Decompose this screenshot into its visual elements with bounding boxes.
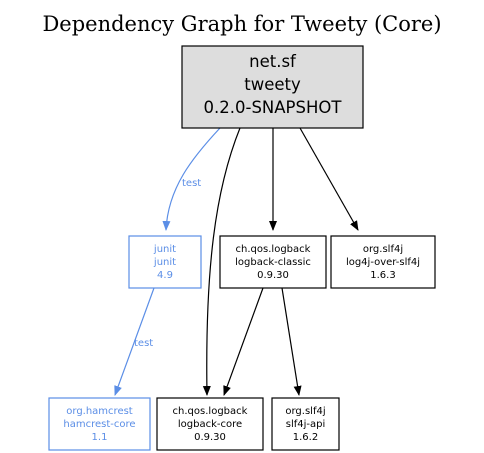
node-logback-core[interactable]: ch.qos.logback logback-core 0.9.30 bbox=[156, 397, 264, 451]
node-root[interactable]: net.sf tweety 0.2.0-SNAPSHOT bbox=[181, 45, 364, 129]
edge-root-to-junit bbox=[162, 127, 221, 231]
node-log4j-over-slf4j[interactable]: org.slf4j log4j-over-slf4j 1.6.3 bbox=[330, 235, 436, 289]
node-logback-core-group: ch.qos.logback bbox=[173, 406, 248, 417]
node-logback-classic[interactable]: ch.qos.logback logback-classic 0.9.30 bbox=[219, 235, 327, 289]
node-slf4j-api[interactable]: org.slf4j slf4j-api 1.6.2 bbox=[271, 397, 340, 451]
edge-logback-classic-to-logback-core bbox=[223, 287, 264, 396]
edge-label-test-hamcrest: test bbox=[134, 338, 153, 349]
node-junit-version: 4.9 bbox=[157, 270, 173, 281]
node-logback-classic-group: ch.qos.logback bbox=[236, 244, 311, 255]
edge-root-to-log4j-over-slf4j bbox=[299, 127, 359, 231]
node-log4j-over-slf4j-artifact: log4j-over-slf4j bbox=[346, 257, 420, 268]
node-log4j-over-slf4j-box bbox=[330, 235, 436, 289]
node-logback-core-box bbox=[156, 397, 264, 451]
node-junit-artifact: junit bbox=[153, 257, 176, 268]
node-junit-group: junit bbox=[153, 244, 176, 255]
graph-title: Dependency Graph for Tweety (Core) bbox=[42, 12, 441, 36]
node-slf4j-api-artifact: slf4j-api bbox=[286, 419, 326, 430]
node-logback-core-version: 0.9.30 bbox=[194, 432, 226, 443]
node-hamcrest-box bbox=[48, 397, 151, 451]
node-slf4j-api-version: 1.6.2 bbox=[293, 432, 318, 443]
node-logback-classic-box bbox=[219, 235, 327, 289]
node-root-version: 0.2.0-SNAPSHOT bbox=[204, 98, 343, 117]
edge-logback-classic-to-slf4j-api bbox=[281, 287, 302, 396]
edge-junit-to-hamcrest bbox=[114, 287, 155, 396]
node-logback-classic-artifact: logback-classic bbox=[235, 257, 311, 268]
node-logback-classic-version: 0.9.30 bbox=[257, 270, 289, 281]
node-logback-core-artifact: logback-core bbox=[178, 419, 242, 430]
node-root-group: net.sf bbox=[249, 52, 297, 71]
node-junit[interactable]: junit junit 4.9 bbox=[128, 235, 202, 289]
edge-label-test-junit: test bbox=[182, 178, 201, 189]
edges: test test bbox=[114, 127, 359, 396]
node-hamcrest-artifact: hamcrest-core bbox=[63, 419, 135, 430]
node-root-artifact: tweety bbox=[244, 75, 301, 94]
node-log4j-over-slf4j-group: org.slf4j bbox=[363, 244, 403, 255]
node-hamcrest-group: org.hamcrest bbox=[66, 406, 133, 417]
node-slf4j-api-group: org.slf4j bbox=[285, 406, 325, 417]
node-junit-box bbox=[128, 235, 202, 289]
node-hamcrest-version: 1.1 bbox=[92, 432, 108, 443]
node-hamcrest[interactable]: org.hamcrest hamcrest-core 1.1 bbox=[48, 397, 151, 451]
node-log4j-over-slf4j-version: 1.6.3 bbox=[370, 270, 395, 281]
node-root-box bbox=[181, 45, 364, 129]
node-slf4j-api-box bbox=[271, 397, 340, 451]
edge-root-to-logback-core bbox=[202, 127, 241, 396]
